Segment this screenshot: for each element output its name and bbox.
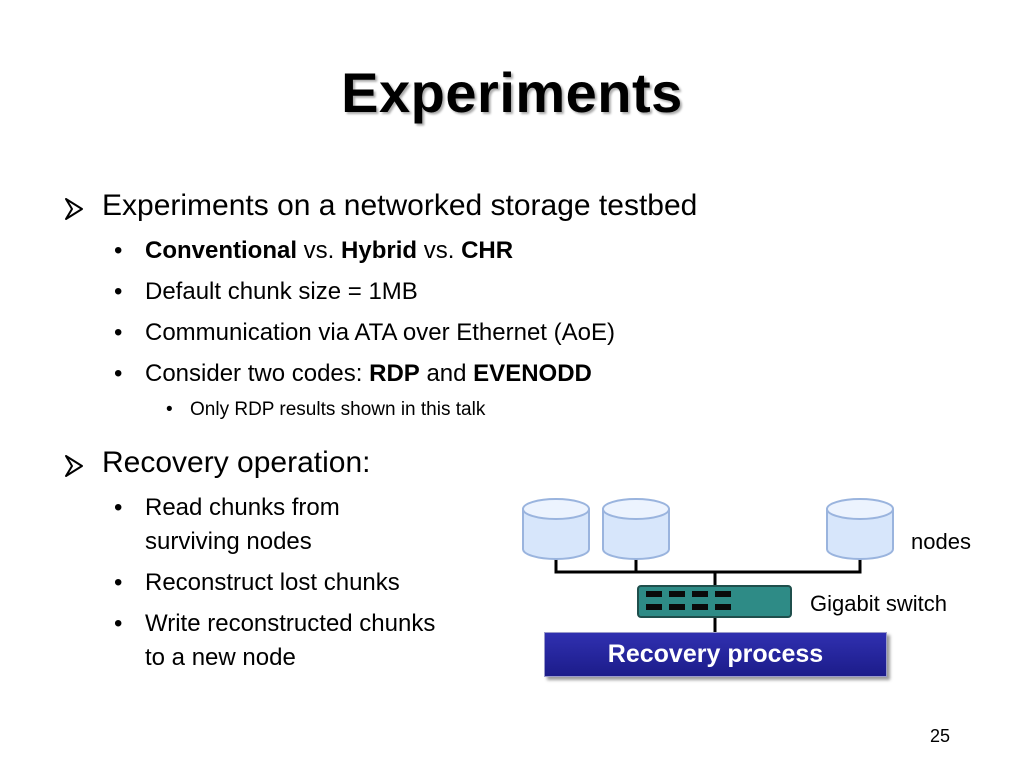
separator: and bbox=[419, 360, 474, 387]
separator: vs. bbox=[417, 237, 462, 264]
method-hybrid: Hybrid bbox=[341, 237, 418, 264]
disk-node-icon bbox=[602, 498, 670, 560]
code-rdp: RDP bbox=[369, 360, 420, 387]
section1-heading: Experiments on a networked storage testb… bbox=[102, 189, 698, 222]
bullet-dot: • bbox=[114, 237, 123, 264]
nodes-label: nodes bbox=[911, 529, 971, 554]
bullet-dot: • bbox=[114, 278, 123, 305]
method-conventional: Conventional bbox=[145, 237, 298, 264]
reconstruct-item: Reconstruct lost chunks bbox=[145, 569, 400, 596]
bullet-dot: • bbox=[114, 360, 123, 387]
switch-ports-icon bbox=[646, 591, 731, 610]
page-number: 25 bbox=[930, 726, 951, 746]
method-chr: CHR bbox=[461, 237, 514, 264]
bullet-dot: • bbox=[114, 319, 123, 346]
disk-node-icon bbox=[522, 498, 590, 560]
bullet-dot: • bbox=[166, 399, 173, 420]
gigabit-switch bbox=[637, 585, 792, 618]
arrow-bullet-icon bbox=[65, 455, 83, 477]
codes-item: Consider two codes: RDP and EVENODD bbox=[145, 360, 592, 388]
disk-node-icon bbox=[826, 498, 894, 560]
write-chunks-line2: to a new node bbox=[145, 644, 296, 671]
bullet-dot: • bbox=[114, 569, 123, 596]
bullet-dot: • bbox=[114, 610, 123, 637]
methods-list-item: Conventional vs. Hybrid vs. CHR bbox=[145, 237, 513, 265]
communication-item: Communication via ATA over Ethernet (AoE… bbox=[145, 319, 615, 346]
section2-heading: Recovery operation: bbox=[102, 446, 371, 479]
write-chunks-line1: Write reconstructed chunks bbox=[145, 610, 436, 637]
slide-title: Experiments bbox=[341, 61, 683, 124]
chunk-size-item: Default chunk size = 1MB bbox=[145, 278, 418, 305]
separator: vs. bbox=[297, 237, 342, 264]
codes-prefix: Consider two codes: bbox=[145, 360, 370, 387]
switch-label: Gigabit switch bbox=[810, 591, 947, 616]
read-chunks-line1: Read chunks from bbox=[145, 494, 340, 521]
recovery-process-box: Recovery process bbox=[544, 632, 887, 677]
read-chunks-line2: surviving nodes bbox=[145, 528, 312, 555]
code-evenodd: EVENODD bbox=[473, 360, 592, 387]
rdp-note-item: Only RDP results shown in this talk bbox=[190, 399, 486, 420]
arrow-bullet-icon bbox=[65, 198, 83, 220]
bullet-dot: • bbox=[114, 494, 123, 521]
